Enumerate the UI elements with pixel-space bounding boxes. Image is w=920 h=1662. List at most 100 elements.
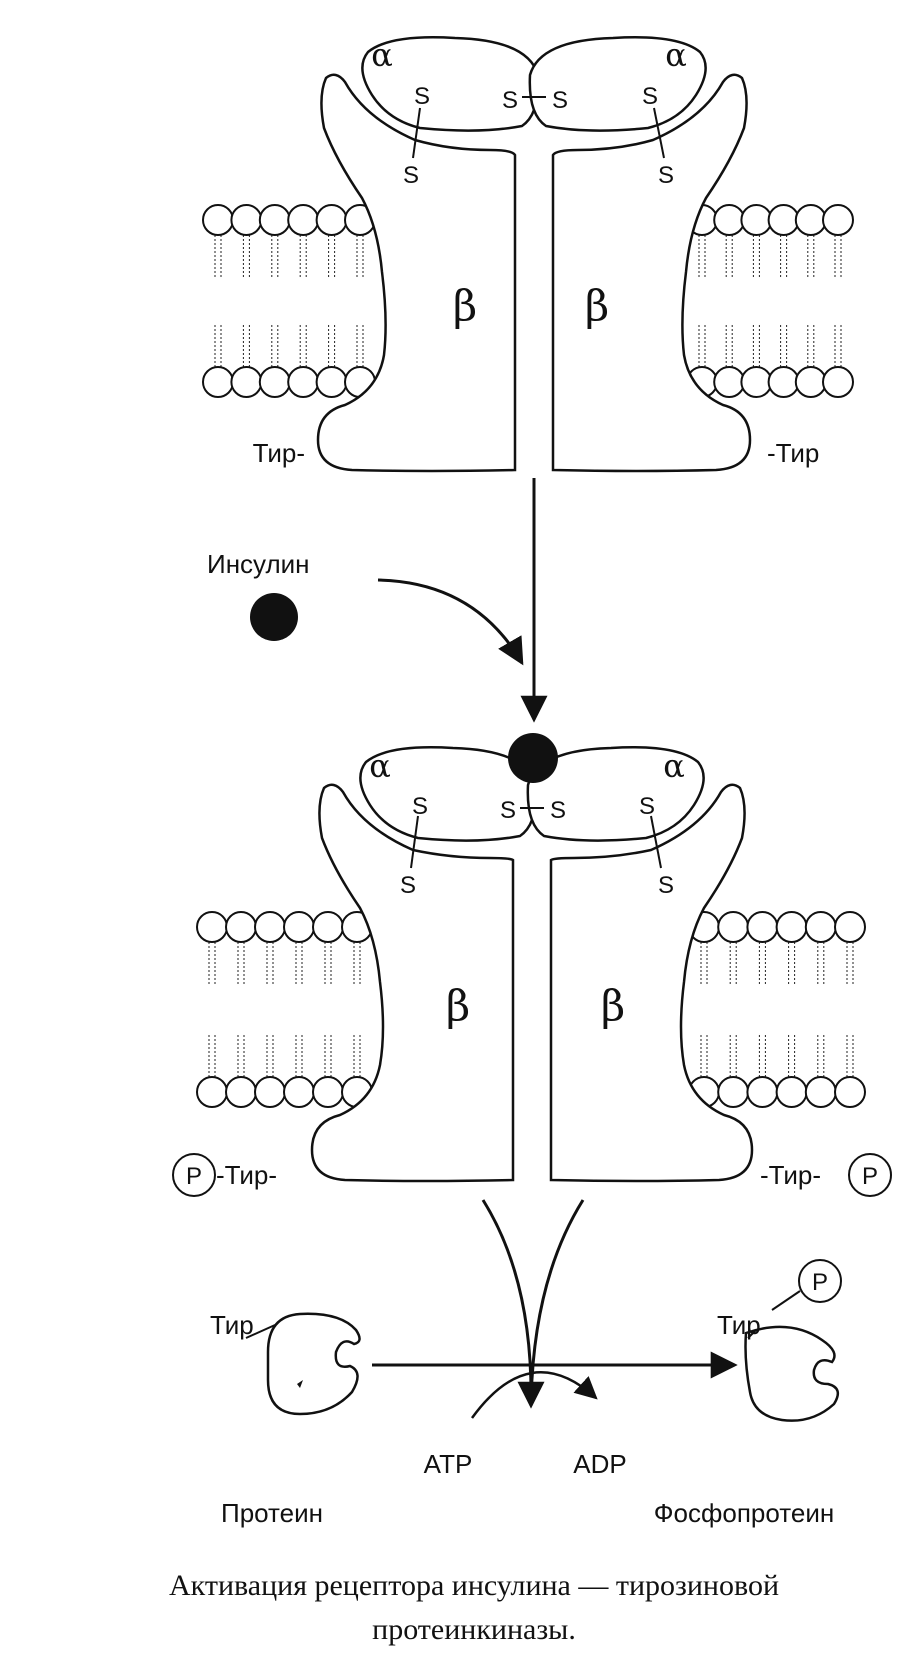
disulfide-bond-right [650, 815, 662, 869]
lipid-head [287, 366, 320, 398]
lipid-head [822, 366, 854, 398]
tyrosine-label-right: -Тир [767, 438, 819, 468]
lipid-head [283, 1076, 315, 1108]
lipid-head [225, 911, 257, 943]
lipid-head [740, 366, 773, 398]
lipid-head [202, 366, 234, 398]
phosphorylation-reaction: Тир ATP ADP Тир P Протеин Фосфопротеин [210, 1199, 842, 1528]
sulfur-label: S [500, 797, 516, 824]
sulfur-label: S [550, 797, 566, 824]
lipid-head [196, 1076, 228, 1108]
insulin-molecule [250, 593, 298, 641]
lipid-head [834, 911, 866, 943]
lipid-head [746, 1076, 779, 1108]
kinase-activity-arrow [481, 1199, 585, 1406]
lipid-head [794, 204, 827, 236]
lipid-head [315, 366, 348, 398]
sulfur-label: S [400, 872, 416, 899]
phosphoprotein-label: Фосфопротеин [654, 1498, 834, 1528]
lipid-head [287, 204, 320, 236]
sulfur-label: S [639, 793, 655, 820]
alpha-label-right: α [665, 36, 687, 74]
beta-subunit-left [310, 783, 515, 1183]
lipid-head [202, 204, 234, 236]
beta-label-left: β [453, 281, 477, 330]
membrane-bilayer-right [686, 204, 854, 398]
lipid-head [822, 204, 854, 236]
protein-mark [297, 1380, 303, 1388]
lipid-head [230, 204, 263, 236]
lipid-head [804, 1076, 837, 1108]
alpha-subunit-right [528, 36, 707, 132]
disulfide-bond-left [410, 815, 419, 869]
lipid-head [225, 1076, 257, 1108]
sulfur-label: S [642, 83, 658, 110]
sulfur-label: S [403, 162, 419, 189]
alpha-label-right: α [663, 747, 685, 785]
lipid-head [196, 911, 228, 943]
beta-label-right: β [601, 981, 625, 1030]
alpha-subunit-left [359, 746, 538, 842]
sulfur-label: S [412, 793, 428, 820]
lipid-head [230, 366, 263, 398]
insulin-binding-arrow [377, 578, 524, 666]
beta-subunit-right [549, 783, 754, 1183]
receptor-activated: α α S S S S S S β β P -Тир- -Тир- P [172, 733, 892, 1197]
lipid-head [713, 366, 746, 398]
figure-caption-line-2: протеинкиназы. [372, 1613, 576, 1646]
disulfide-bond-right [653, 107, 665, 159]
phosphoprotein-shape [744, 1325, 840, 1422]
alpha-label-left: α [369, 747, 391, 785]
membrane-bilayer-left [202, 204, 376, 398]
tyrosine-label-left: -Тир- [216, 1160, 277, 1190]
disulfide-bond-left [412, 107, 421, 159]
phosphate-label: P [862, 1163, 878, 1190]
protein-tyrosine-pointer [245, 1324, 276, 1339]
alpha-subunit-right [526, 746, 705, 842]
receptor-inactive: α α S S S S S S β β Тир- -Тир [202, 36, 854, 473]
lipid-head [794, 366, 827, 398]
lipid-head [767, 366, 800, 398]
lipid-head [283, 911, 315, 943]
lipid-head [312, 1076, 344, 1108]
membrane-bilayer-right [688, 911, 866, 1108]
lipid-head [315, 204, 348, 236]
protein-label: Протеин [221, 1498, 323, 1528]
lipid-head [713, 204, 746, 236]
phosphate-group [798, 1259, 842, 1303]
alpha-subunit-left [361, 36, 540, 132]
phosphoprotein-tyrosine-label: Тир [717, 1310, 761, 1340]
lipid-head [804, 911, 837, 943]
beta-label-left: β [446, 981, 470, 1030]
phosphate-bond [771, 1290, 801, 1311]
figure-caption-line-1: Активация рецептора инсулина — тирозинов… [169, 1569, 779, 1602]
phosphate-label: P [812, 1269, 828, 1296]
protein-tyrosine-label: Тир [210, 1310, 254, 1340]
lipid-head [717, 911, 750, 943]
lipid-head [312, 911, 344, 943]
lipid-head [775, 911, 808, 943]
phosphate-group-left [172, 1153, 216, 1197]
lipid-head [746, 911, 779, 943]
phosphate-group-right [848, 1153, 892, 1197]
atp-to-adp-arrow [470, 1371, 598, 1419]
sulfur-label: S [658, 872, 674, 899]
lipid-head [717, 1076, 750, 1108]
lipid-head [254, 1076, 286, 1108]
sulfur-label: S [414, 83, 430, 110]
adp-label: ADP [573, 1449, 626, 1479]
lipid-head [740, 204, 773, 236]
lipid-head [258, 366, 291, 398]
tyrosine-label-left: Тир- [253, 438, 305, 468]
beta-subunit-left [316, 73, 517, 473]
sulfur-label: S [552, 87, 568, 114]
atp-label: ATP [424, 1449, 473, 1479]
beta-label-right: β [585, 281, 609, 330]
protein-substrate-shape [266, 1312, 361, 1416]
lipid-head [834, 1076, 866, 1108]
sulfur-label: S [502, 87, 518, 114]
phosphoprotein-tyrosine-pointer [747, 1329, 757, 1339]
bound-insulin-molecule [508, 733, 558, 783]
membrane-bilayer-left [196, 911, 373, 1108]
